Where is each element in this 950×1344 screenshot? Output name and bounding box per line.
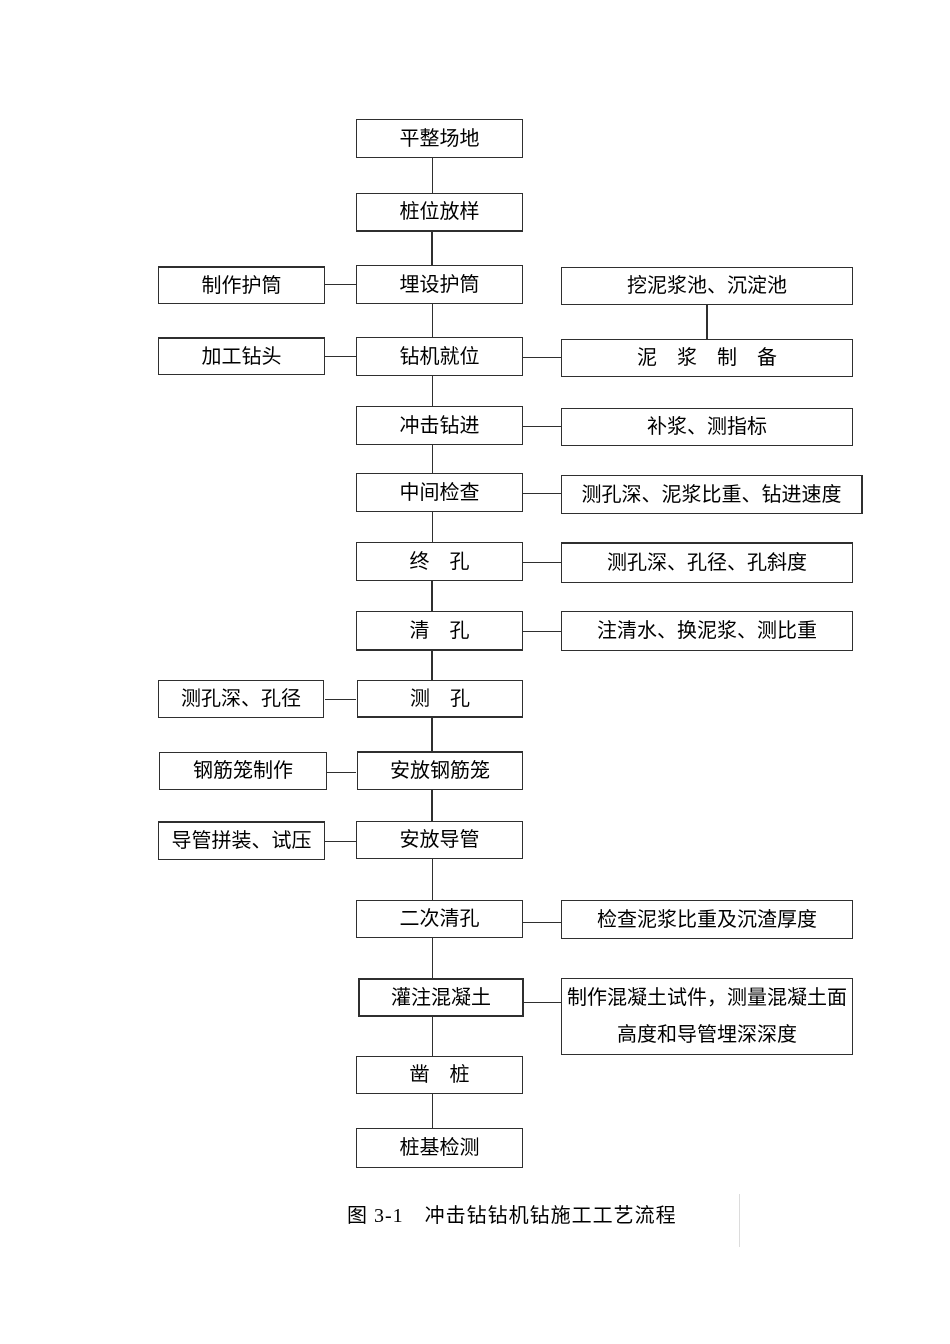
connector-line bbox=[523, 631, 561, 632]
connector-line bbox=[432, 938, 433, 978]
connector-line bbox=[432, 512, 433, 542]
flow-node-right: 泥 浆 制 备 bbox=[561, 339, 853, 377]
flow-node-main: 灌注混凝土 bbox=[358, 978, 524, 1017]
connector-line bbox=[432, 304, 433, 337]
flow-node-right: 检查泥浆比重及沉渣厚度 bbox=[561, 900, 853, 939]
flow-node-main: 钻机就位 bbox=[356, 337, 523, 376]
connector-line bbox=[523, 922, 561, 923]
connector-line bbox=[524, 1002, 561, 1003]
flow-node-left: 制作护筒 bbox=[158, 266, 325, 304]
flow-node-left: 测孔深、孔径 bbox=[158, 680, 324, 718]
connector-line bbox=[432, 1017, 433, 1056]
connector-line bbox=[432, 859, 433, 900]
connector-line bbox=[431, 651, 433, 680]
connector-line bbox=[325, 772, 356, 773]
connector-line bbox=[325, 356, 356, 357]
connector-line bbox=[432, 445, 433, 473]
connector-line bbox=[325, 841, 356, 842]
flow-node-right: 测孔深、孔径、孔斜度 bbox=[561, 542, 853, 583]
flow-node-main: 安放钢筋笼 bbox=[357, 751, 523, 790]
flow-node-main: 二次清孔 bbox=[356, 900, 523, 938]
connector-line bbox=[523, 562, 561, 563]
flow-node-main: 凿 桩 bbox=[356, 1056, 523, 1094]
faint-artifact-line bbox=[739, 1194, 740, 1247]
flow-node-right: 注清水、换泥浆、测比重 bbox=[561, 611, 853, 651]
connector-line bbox=[431, 718, 433, 752]
flow-node-right: 制作混凝土试件，测量混凝土面高度和导管埋深深度 bbox=[561, 978, 853, 1055]
flow-node-main: 测 孔 bbox=[357, 680, 523, 718]
connector-line bbox=[325, 284, 356, 285]
connector-line bbox=[523, 493, 561, 494]
flow-node-main: 安放导管 bbox=[356, 821, 523, 859]
connector-line bbox=[325, 699, 356, 700]
connector-line bbox=[523, 426, 561, 427]
flow-node-main: 终 孔 bbox=[356, 542, 523, 581]
connector-line bbox=[432, 376, 433, 406]
flow-node-left: 导管拼装、试压 bbox=[158, 821, 325, 860]
flow-node-right: 补浆、测指标 bbox=[561, 408, 853, 446]
flow-node-right: 挖泥浆池、沉淀池 bbox=[561, 267, 853, 305]
connector-line bbox=[431, 232, 433, 265]
flow-node-left: 加工钻头 bbox=[158, 337, 325, 375]
flow-node-main: 冲击钻进 bbox=[356, 406, 523, 445]
flow-node-main: 桩位放样 bbox=[356, 193, 523, 232]
flow-node-left: 钢筋笼制作 bbox=[159, 752, 327, 790]
connector-line bbox=[432, 158, 433, 193]
flow-node-main: 中间检查 bbox=[356, 473, 523, 512]
flow-node-main: 桩基检测 bbox=[356, 1128, 523, 1168]
connector-line bbox=[706, 305, 708, 339]
connector-line bbox=[431, 790, 433, 821]
flow-node-main: 平整场地 bbox=[356, 119, 523, 158]
connector-line bbox=[523, 357, 561, 358]
flow-node-main: 清 孔 bbox=[356, 611, 523, 651]
flow-node-main: 埋设护筒 bbox=[356, 265, 523, 304]
connector-line bbox=[431, 581, 433, 611]
flow-node-right: 测孔深、泥浆比重、钻进速度 bbox=[561, 475, 863, 514]
figure-caption: 图 3-1 冲击钻钻机钻施工工艺流程 bbox=[347, 1205, 677, 1227]
connector-line bbox=[432, 1094, 433, 1128]
